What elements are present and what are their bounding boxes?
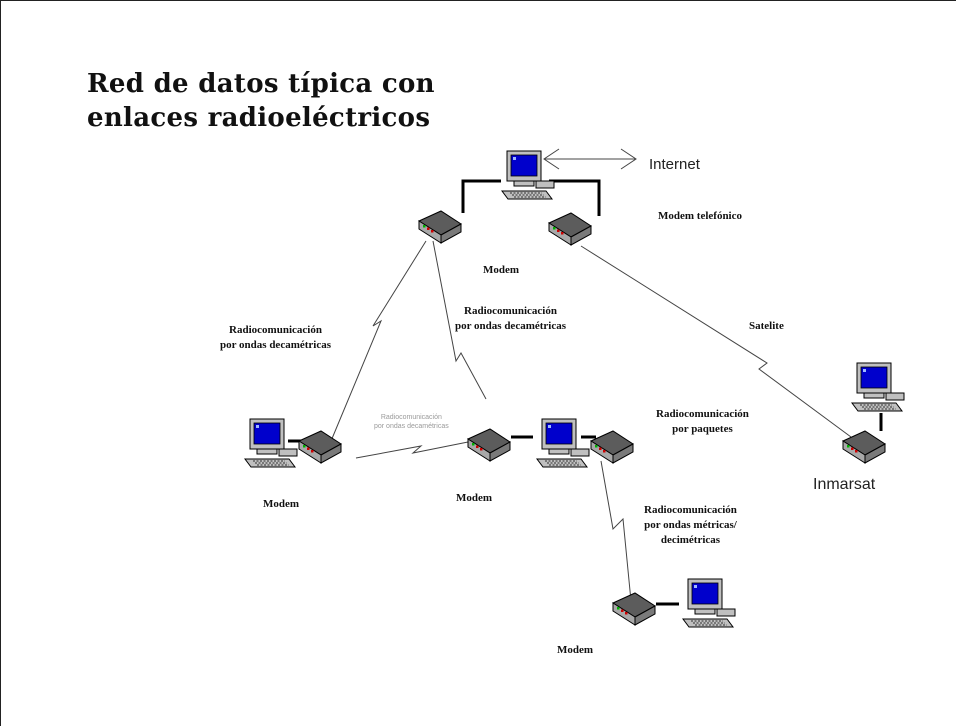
- modem-bottom-label: Modem: [557, 644, 594, 656]
- station-center-pc-icon: [536, 418, 590, 468]
- faint-radio-label-line-1: Radiocomunicación: [380, 414, 442, 421]
- faint-radio-label: Radiocomunicación por ondas decamétricas: [374, 413, 449, 431]
- inmarsat-label: Inmarsat: [813, 476, 876, 493]
- radio-link-bottom: [600, 460, 632, 602]
- radio-metricas-label: Radiocomunicación por ondas métricas/ de…: [644, 503, 737, 548]
- radio-link-left: [330, 240, 427, 442]
- internet-pc-icon: [501, 150, 555, 200]
- radio-left-label: Radiocomunicación por ondas decamétricas: [220, 323, 331, 353]
- internet-arrow: [543, 148, 637, 170]
- radio-metricas-label-line-3: decimétricas: [660, 534, 721, 546]
- station-bottom-pc-icon: [682, 578, 736, 628]
- radio-left-label-line-2: por ondas decamétricas: [220, 339, 332, 351]
- modem-telefonico-icon: [548, 212, 592, 246]
- modem-telefonico-label: Modem telefónico: [658, 210, 742, 222]
- inmarsat-pc-icon: [851, 362, 905, 412]
- modem-bottom-icon: [612, 592, 656, 626]
- radio-mid-label-line-2: por ondas decamétricas: [455, 320, 567, 332]
- title-line-2: enlaces radioeléctricos: [87, 103, 431, 133]
- modem-left-label: Modem: [263, 498, 300, 510]
- radio-left-label-line-1: Radiocomunicación: [229, 324, 322, 336]
- modem-right-icon: [590, 430, 634, 464]
- wire-top-left: [461, 179, 501, 213]
- modem-top-icon: [418, 210, 462, 244]
- faint-radio-label-line-2: por ondas decamétricas: [374, 423, 449, 430]
- internet-label: Internet: [649, 156, 700, 173]
- radio-paquetes-label-line-2: por paquetes: [672, 423, 733, 435]
- radio-link-middle: [432, 240, 487, 400]
- radio-paquetes-label-line-1: Radiocomunicación: [656, 408, 749, 420]
- modem-center-label: Modem: [456, 492, 493, 504]
- radio-mid-label: Radiocomunicación por ondas decamétricas: [455, 304, 566, 334]
- station-left-pc-icon: [244, 418, 298, 468]
- radio-metricas-label-line-1: Radiocomunicación: [644, 504, 737, 516]
- satelite-label: Satelite: [749, 320, 784, 332]
- radio-link-horizontal: [355, 441, 469, 459]
- radio-paquetes-label: Radiocomunicación por paquetes: [656, 407, 749, 437]
- modem-top-label: Modem: [483, 264, 520, 276]
- title-line-1: Red de datos típica con: [87, 69, 435, 99]
- modem-center-icon: [467, 428, 511, 462]
- radio-mid-label-line-1: Radiocomunicación: [464, 305, 557, 317]
- wire-top-right: [549, 179, 601, 216]
- radio-metricas-label-line-2: por ondas métricas/: [644, 519, 737, 531]
- radio-link-satellite: [580, 245, 852, 438]
- modem-left-icon: [298, 430, 342, 464]
- diagram-title: Red de datos típica con enlaces radioelé…: [87, 67, 435, 135]
